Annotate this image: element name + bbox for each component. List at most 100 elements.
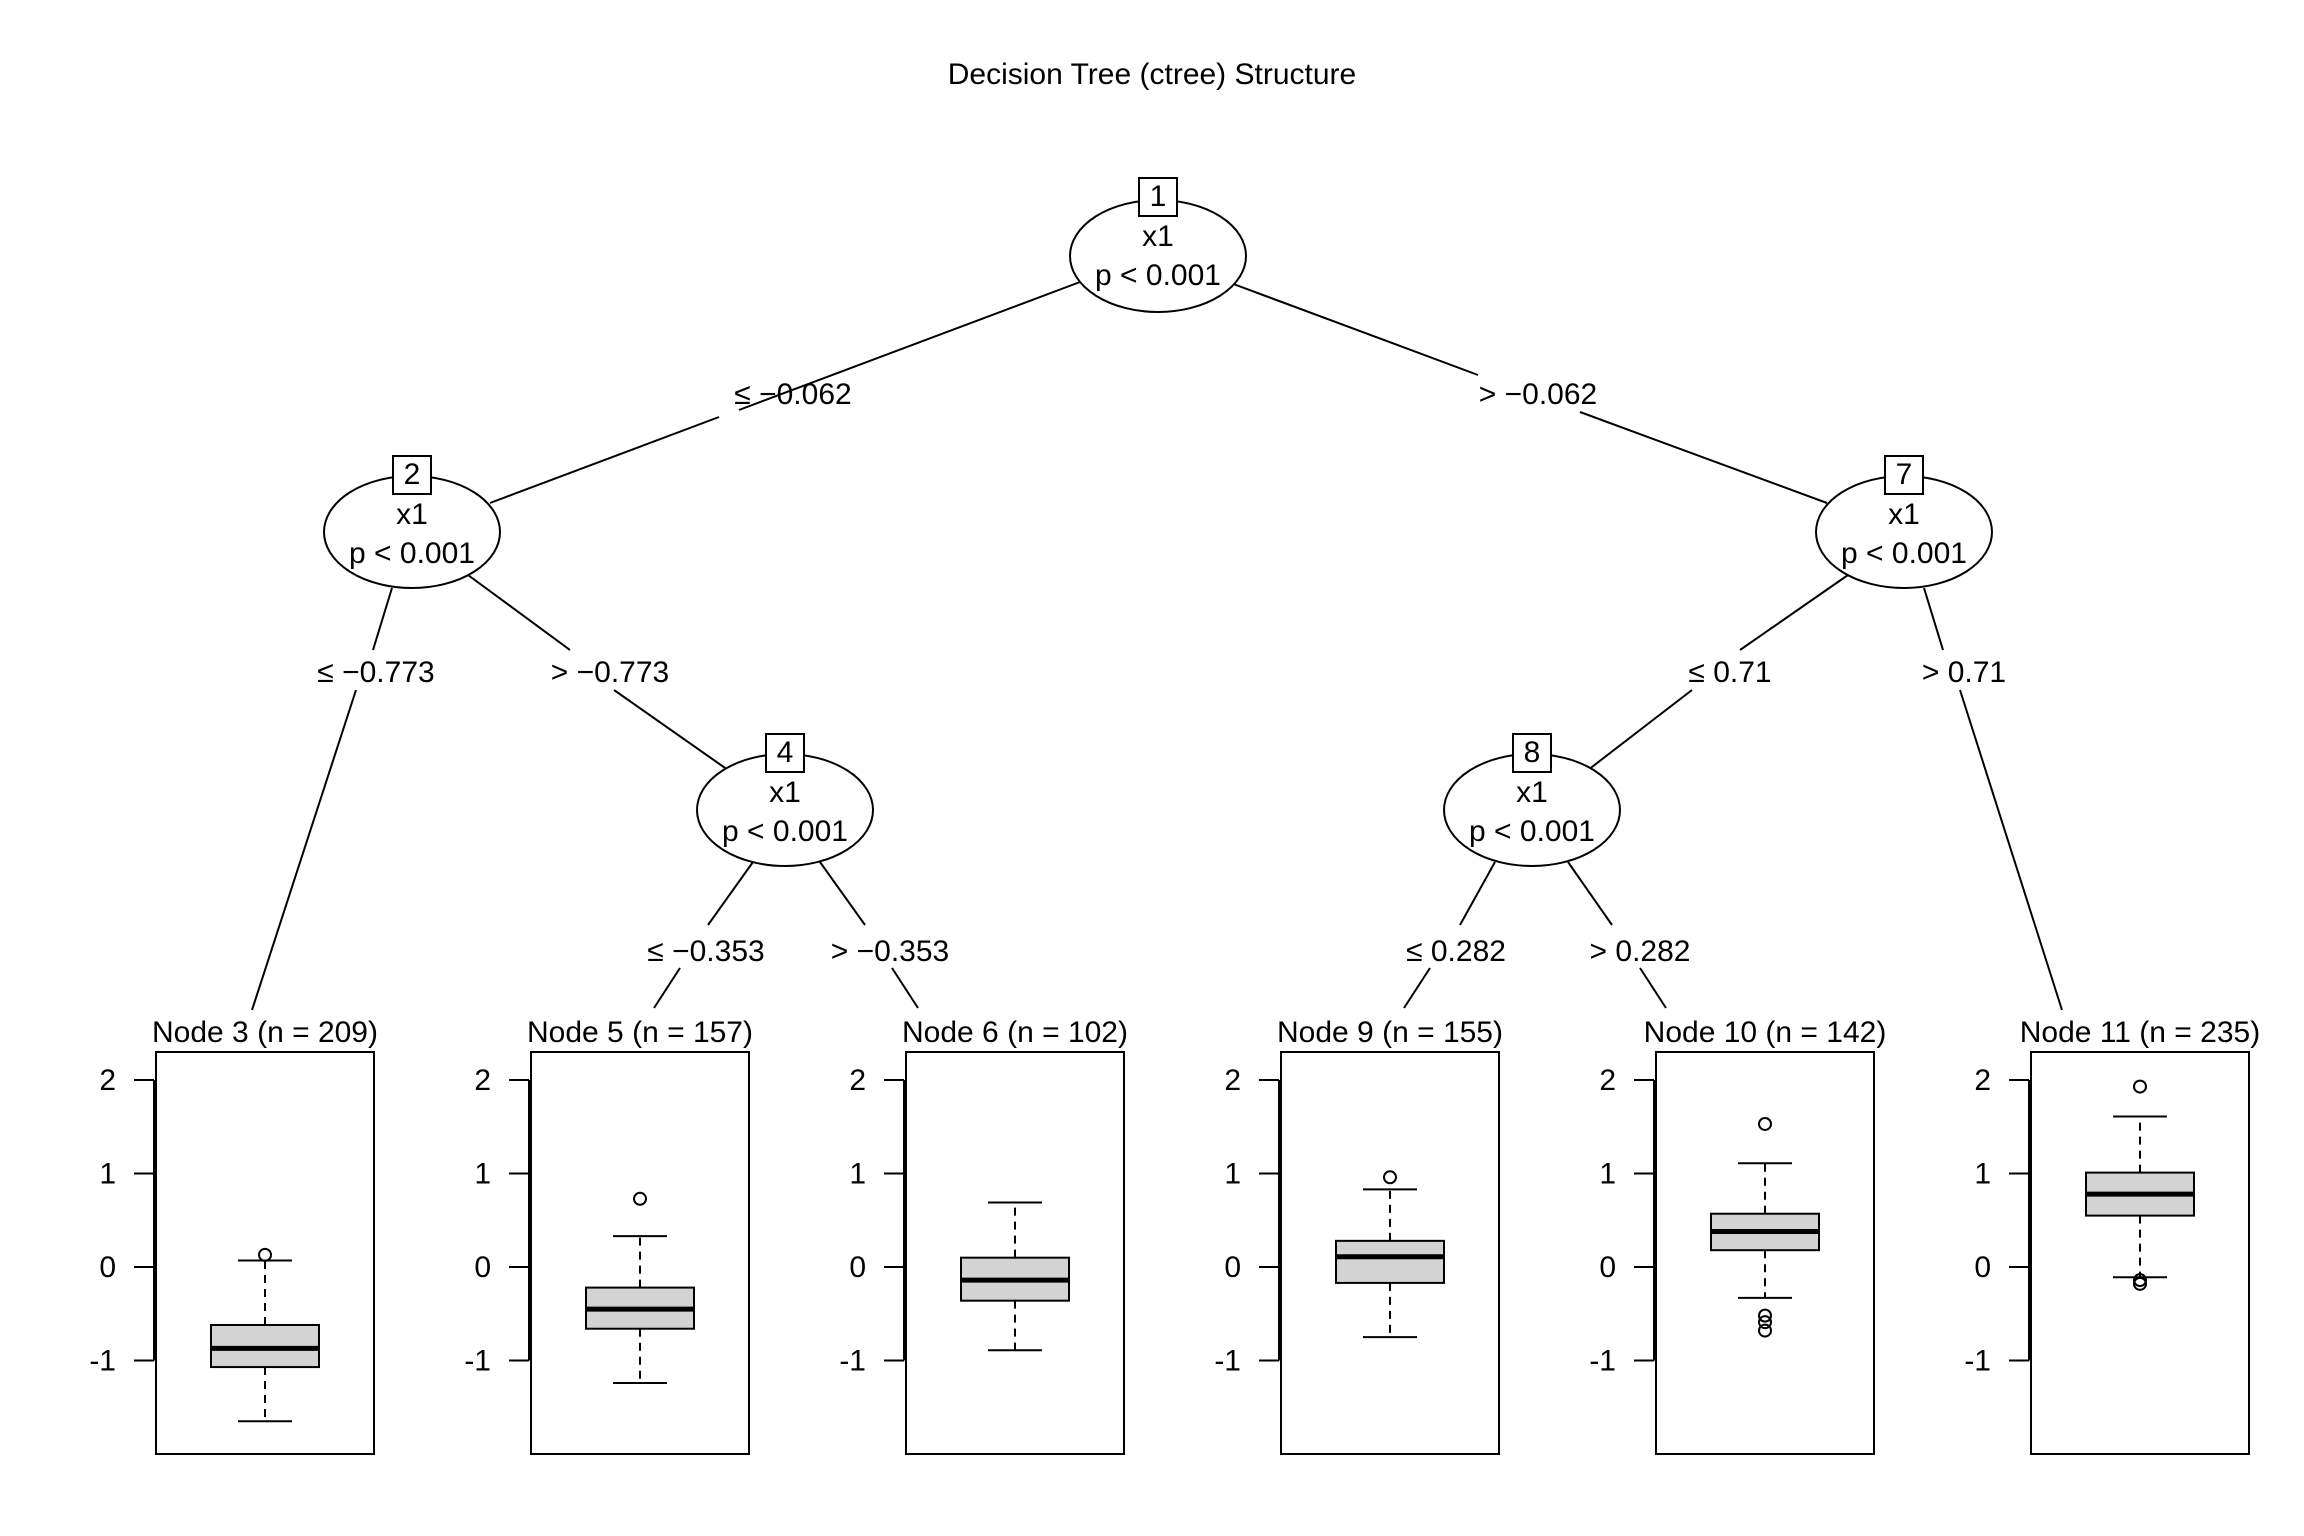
y-tick-label: 2 [1599, 1064, 1616, 1097]
tree-edges: ≤ −0.062 > −0.062 ≤ −0.773 > −0.773 ≤ −0… [251, 281, 2063, 1011]
y-tick-label: 0 [474, 1251, 491, 1284]
node-variable: x1 [1142, 220, 1174, 253]
node-id-box [1512, 733, 1552, 773]
edge-4-5 [707, 861, 754, 926]
edge-2-3 [372, 587, 393, 651]
node-variable: x1 [769, 776, 801, 809]
y-tick-label: -1 [1589, 1345, 1616, 1378]
edge-1-2 [738, 281, 1081, 411]
edge-2-4 [613, 689, 729, 771]
node-id: 7 [1896, 458, 1913, 491]
outlier-point [2133, 1079, 2147, 1094]
node-label: Node 11 (n = 235) [2020, 1016, 2260, 1049]
edge-8-9 [1459, 861, 1496, 926]
edge-7-11 [1923, 587, 1944, 651]
outlier-point [1383, 1170, 1397, 1185]
node-variable: x1 [1888, 498, 1920, 531]
outlier-point [2133, 1273, 2147, 1288]
edge-label: > −0.773 [551, 656, 669, 689]
node-pvalue: p < 0.001 [349, 537, 475, 570]
inner-node: 4 x1 p < 0.001 [696, 733, 874, 867]
edge-label: ≤ −0.353 [647, 935, 764, 968]
y-tick-label: 1 [1974, 1158, 1991, 1191]
inner-node: 7 x1 p < 0.001 [1815, 455, 1993, 589]
edge-7-11 [1959, 689, 2063, 1011]
node-id-box [392, 455, 432, 495]
node-label: Node 6 (n = 102) [902, 1016, 1128, 1049]
inner-node: 1 x1 p < 0.001 [1069, 177, 1247, 313]
edge-label: > 0.71 [1922, 656, 2006, 689]
terminal-panels: Node 3 (n = 209) 2 1 0 -1 Node 5 (n = 157) 2 1 0… [89, 1016, 2260, 1455]
y-tick-label: 2 [849, 1064, 866, 1097]
y-tick-label: -1 [839, 1345, 866, 1378]
edge-label: > 0.282 [1590, 935, 1691, 968]
node-pvalue: p < 0.001 [1841, 537, 1967, 570]
edge-label: ≤ 0.282 [1406, 935, 1506, 968]
node-pvalue: p < 0.001 [1095, 259, 1221, 292]
y-tick-label: 0 [1224, 1251, 1241, 1284]
chart-title: Decision Tree (ctree) Structure [948, 58, 1356, 91]
y-tick-label: -1 [1964, 1345, 1991, 1378]
edge-label: ≤ −0.062 [734, 378, 851, 411]
y-tick-label: 0 [99, 1251, 116, 1284]
node-id-box [765, 733, 805, 773]
outlier-point [633, 1191, 647, 1206]
edge-4-5 [653, 967, 681, 1009]
edge-7-8 [1739, 574, 1849, 651]
edge-8-10 [1567, 861, 1613, 926]
edge-1-2 [489, 416, 720, 504]
panel-frame [530, 1051, 750, 1455]
edge-1-7 [1227, 281, 1479, 376]
y-tick-label: 2 [474, 1064, 491, 1097]
box-iqr [1335, 1239, 1445, 1284]
node-id-box [1138, 177, 1178, 217]
inner-node: 2 x1 p < 0.001 [323, 455, 501, 589]
y-tick-label: -1 [464, 1345, 491, 1378]
outlier-point [1758, 1323, 1772, 1338]
y-tick-label: 2 [99, 1064, 116, 1097]
y-tick-label: 1 [849, 1158, 866, 1191]
outlier-point [2133, 1276, 2147, 1291]
node-variable: x1 [1516, 776, 1548, 809]
node-id: 1 [1150, 180, 1167, 213]
outlier-point [1758, 1315, 1772, 1330]
panel-frame [1280, 1051, 1500, 1455]
node-variable: x1 [396, 498, 428, 531]
y-tick-label: -1 [1214, 1345, 1241, 1378]
node-id: 8 [1524, 736, 1541, 769]
y-tick-label: 1 [1224, 1158, 1241, 1191]
panel-frame [155, 1051, 375, 1455]
edge-2-4 [467, 574, 571, 651]
inner-node: 8 x1 p < 0.001 [1443, 733, 1621, 867]
outlier-point [1758, 1308, 1772, 1323]
y-tick-label: 1 [474, 1158, 491, 1191]
edge-4-6 [891, 967, 919, 1009]
edge-8-9 [1403, 967, 1431, 1009]
edge-8-10 [1639, 967, 1667, 1009]
y-tick-label: 0 [849, 1251, 866, 1284]
node-label: Node 9 (n = 155) [1277, 1016, 1503, 1049]
y-tick-label: 1 [99, 1158, 116, 1191]
edge-label: ≤ 0.71 [1688, 656, 1771, 689]
y-tick-label: 2 [1224, 1064, 1241, 1097]
edge-7-8 [1587, 689, 1693, 771]
panel-frame [1655, 1051, 1875, 1455]
node-id: 4 [777, 736, 794, 769]
node-label: Node 5 (n = 157) [527, 1016, 753, 1049]
outlier-point [1758, 1116, 1772, 1131]
y-tick-label: 1 [1599, 1158, 1616, 1191]
y-tick-label: -1 [89, 1345, 116, 1378]
node-pvalue: p < 0.001 [1469, 815, 1595, 848]
outlier-point [258, 1247, 272, 1262]
panel-frame [905, 1051, 1125, 1455]
node-pvalue: p < 0.001 [722, 815, 848, 848]
y-tick-label: 2 [1974, 1064, 1991, 1097]
edge-4-6 [819, 861, 866, 926]
edge-1-7 [1579, 411, 1828, 504]
y-tick-label: 0 [1974, 1251, 1991, 1284]
edge-label: ≤ −0.773 [317, 656, 434, 689]
node-label: Node 10 (n = 142) [1644, 1016, 1887, 1049]
node-label: Node 3 (n = 209) [152, 1016, 378, 1049]
node-id: 2 [404, 458, 421, 491]
